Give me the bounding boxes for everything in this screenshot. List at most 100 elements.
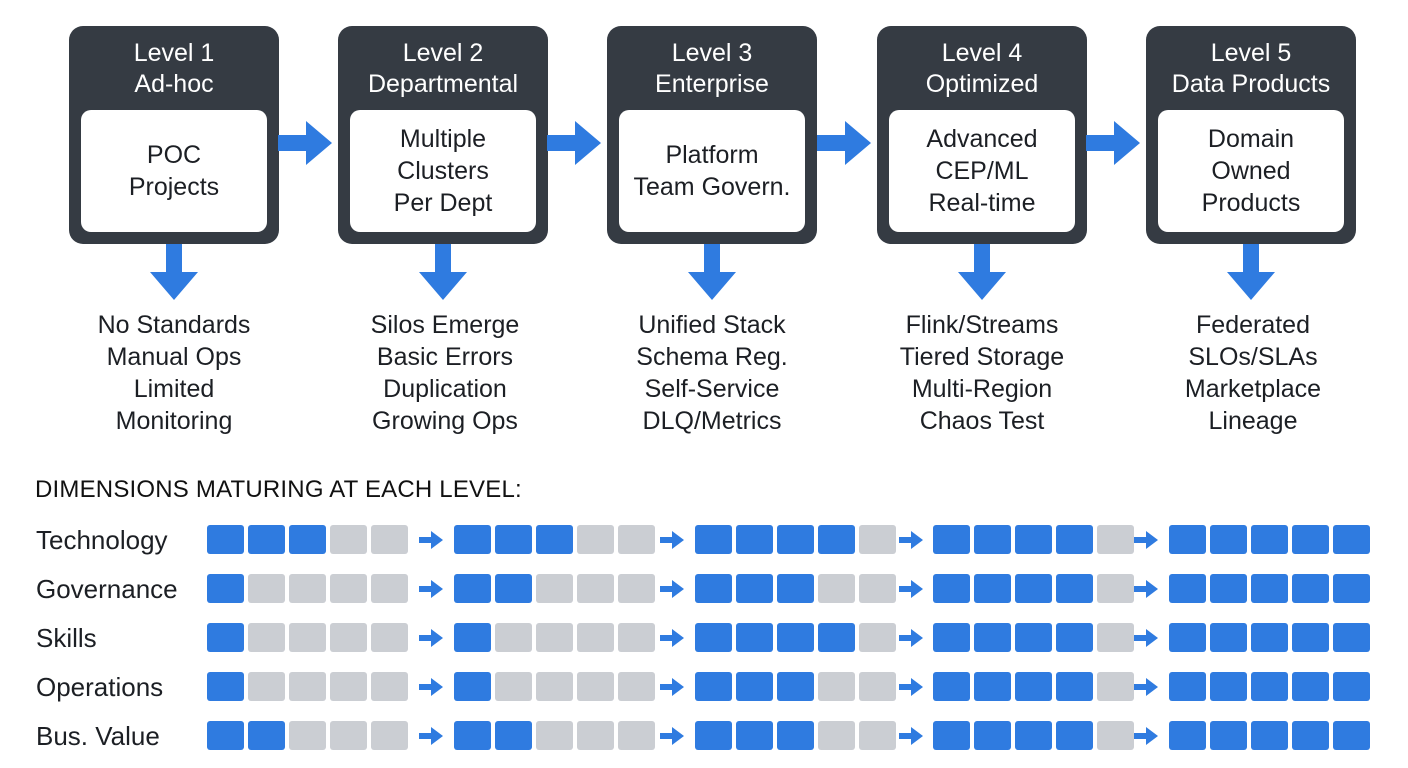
maturity-cell-empty bbox=[371, 672, 408, 701]
maturity-cell-filled bbox=[207, 525, 244, 554]
maturity-cell-empty bbox=[859, 623, 896, 652]
level-5-box: Level 5 Data Products Domain Owned Produ… bbox=[1146, 26, 1356, 244]
arrow-right-icon bbox=[419, 629, 443, 647]
maturity-cell-filled bbox=[736, 721, 773, 750]
maturity-cell-empty bbox=[618, 672, 655, 701]
maturity-cell-filled bbox=[1333, 525, 1370, 554]
arrow-right-icon bbox=[899, 580, 923, 598]
maturity-cell-empty bbox=[536, 574, 573, 603]
maturity-cell-empty bbox=[289, 574, 326, 603]
outcome-item: Federated bbox=[1196, 311, 1310, 339]
maturity-cell-filled bbox=[1292, 525, 1329, 554]
outcome-item: Flink/Streams bbox=[905, 311, 1059, 339]
maturity-cell-empty bbox=[536, 623, 573, 652]
maturity-cell-filled bbox=[207, 623, 244, 652]
level-1-description-line: POC bbox=[146, 141, 202, 169]
maturity-cell-filled bbox=[1292, 672, 1329, 701]
maturity-cell-empty bbox=[330, 525, 367, 554]
maturity-cell-filled bbox=[777, 525, 814, 554]
maturity-cell-empty bbox=[371, 623, 408, 652]
maturity-cell-filled bbox=[1251, 623, 1288, 652]
outcome-item: Lineage bbox=[1208, 407, 1298, 435]
maturity-cell-filled bbox=[736, 574, 773, 603]
maturity-cell-filled bbox=[736, 525, 773, 554]
level-3-outcomes: Unified Stack Schema Reg. Self-Service D… bbox=[592, 309, 832, 437]
maturity-cell-empty bbox=[1097, 623, 1134, 652]
maturity-cell-filled bbox=[736, 672, 773, 701]
maturity-cell-empty bbox=[618, 721, 655, 750]
outcome-item: Manual Ops bbox=[106, 343, 242, 371]
maturity-cell-filled bbox=[1169, 623, 1206, 652]
outcome-item: DLQ/Metrics bbox=[642, 407, 782, 435]
level-2-box: Level 2 Departmental Multiple Clusters P… bbox=[338, 26, 548, 244]
maturity-cell-filled bbox=[1210, 574, 1247, 603]
arrow-right-icon bbox=[419, 531, 443, 549]
level-5-outcomes: Federated SLOs/SLAs Marketplace Lineage bbox=[1133, 309, 1373, 437]
maturity-cell-filled bbox=[1292, 623, 1329, 652]
arrow-down-icon bbox=[958, 244, 1006, 300]
outcome-item: Growing Ops bbox=[372, 407, 518, 435]
level-5-subtitle: Data Products bbox=[1171, 70, 1331, 98]
level-3-heading: Level 3 Enterprise bbox=[607, 38, 817, 100]
level-3-box: Level 3 Enterprise Platform Team Govern. bbox=[607, 26, 817, 244]
level-2-subtitle: Departmental bbox=[367, 70, 519, 98]
maturity-cell-empty bbox=[495, 623, 532, 652]
arrow-down-icon bbox=[150, 244, 198, 300]
maturity-cell-filled bbox=[207, 574, 244, 603]
level-2-description-line: Per Dept bbox=[393, 189, 493, 217]
maturity-cell-filled bbox=[1210, 721, 1247, 750]
maturity-cell-empty bbox=[248, 623, 285, 652]
level-1-heading: Level 1 Ad-hoc bbox=[69, 38, 279, 100]
dimensions-heading: DIMENSIONS MATURING AT EACH LEVEL: bbox=[35, 476, 522, 503]
maturity-cell-filled bbox=[1333, 574, 1370, 603]
arrow-right-icon bbox=[1134, 727, 1158, 745]
maturity-cell-filled bbox=[207, 672, 244, 701]
maturity-cell-filled bbox=[933, 525, 970, 554]
arrow-down-icon bbox=[419, 244, 467, 300]
maturity-cell-filled bbox=[1056, 672, 1093, 701]
level-4-outcomes: Flink/Streams Tiered Storage Multi-Regio… bbox=[862, 309, 1102, 437]
maturity-cell-filled bbox=[777, 623, 814, 652]
maturity-cell-filled bbox=[1210, 525, 1247, 554]
level-3-title: Level 3 bbox=[671, 39, 753, 67]
outcome-item: Silos Emerge bbox=[370, 311, 520, 339]
level-1-outcomes: No Standards Manual Ops Limited Monitori… bbox=[54, 309, 294, 437]
level-4-description-line: Real-time bbox=[928, 189, 1036, 217]
outcome-item: Limited bbox=[133, 375, 215, 403]
maturity-cell-empty bbox=[859, 525, 896, 554]
maturity-cell-empty bbox=[536, 721, 573, 750]
outcome-item: Duplication bbox=[383, 375, 507, 403]
outcome-item: Self-Service bbox=[644, 375, 780, 403]
maturity-cell-filled bbox=[777, 721, 814, 750]
maturity-cell-filled bbox=[454, 672, 491, 701]
maturity-cell-filled bbox=[1015, 672, 1052, 701]
maturity-cell-empty bbox=[618, 574, 655, 603]
arrow-right-icon bbox=[419, 580, 443, 598]
maturity-cell-filled bbox=[1015, 574, 1052, 603]
maturity-cell-filled bbox=[974, 574, 1011, 603]
maturity-cell-filled bbox=[1169, 574, 1206, 603]
maturity-cell-filled bbox=[1210, 672, 1247, 701]
maturity-cell-filled bbox=[933, 623, 970, 652]
maturity-cell-filled bbox=[248, 721, 285, 750]
maturity-cell-filled bbox=[695, 623, 732, 652]
maturity-cell-filled bbox=[933, 574, 970, 603]
arrow-right-icon bbox=[419, 678, 443, 696]
maturity-cell-empty bbox=[371, 574, 408, 603]
maturity-cell-empty bbox=[495, 672, 532, 701]
maturity-cell-filled bbox=[736, 623, 773, 652]
level-5-description-line: Domain bbox=[1207, 125, 1295, 153]
maturity-cell-filled bbox=[454, 623, 491, 652]
maturity-cell-filled bbox=[495, 525, 532, 554]
level-1-title: Level 1 bbox=[133, 39, 215, 67]
maturity-cell-empty bbox=[1097, 672, 1134, 701]
level-2-outcomes: Silos Emerge Basic Errors Duplication Gr… bbox=[325, 309, 565, 437]
maturity-cell-filled bbox=[933, 721, 970, 750]
level-1-description: POC Projects bbox=[81, 110, 267, 232]
maturity-cell-filled bbox=[536, 525, 573, 554]
maturity-cell-filled bbox=[1015, 721, 1052, 750]
arrow-right-icon bbox=[899, 629, 923, 647]
maturity-cell-filled bbox=[454, 525, 491, 554]
outcome-item: Tiered Storage bbox=[899, 343, 1065, 371]
maturity-cell-filled bbox=[1251, 574, 1288, 603]
